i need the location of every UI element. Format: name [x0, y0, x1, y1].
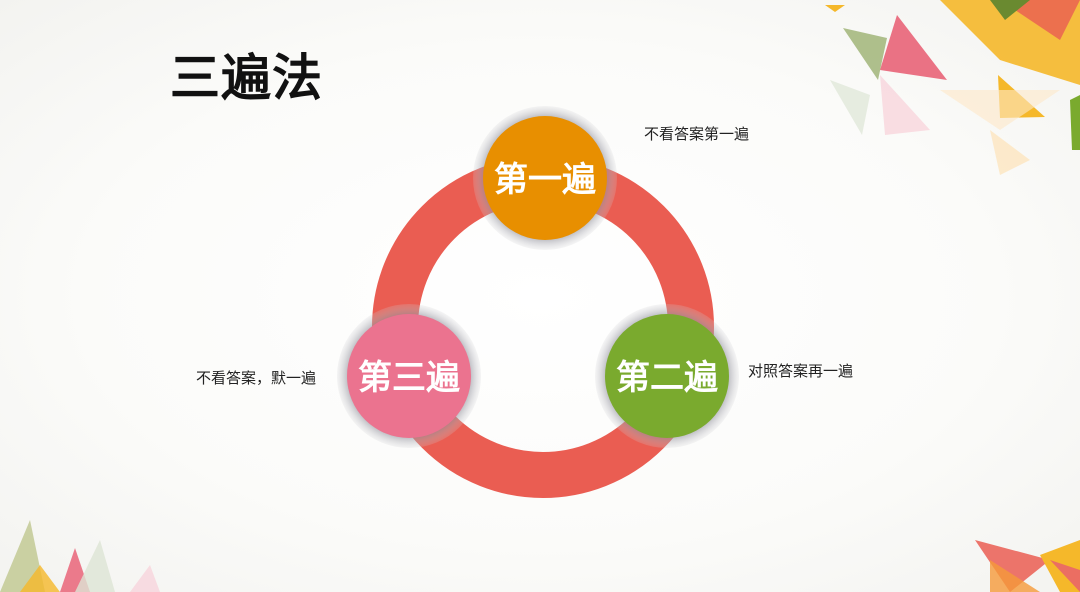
step-2-bubble: 第二遍: [595, 304, 739, 448]
step-3-note: 不看答案，默一遍: [196, 369, 317, 387]
step-1-bubble: 第一遍: [473, 106, 617, 250]
step-2-label: 第二遍: [616, 358, 718, 398]
step-1-note: 不看答案第一遍: [644, 125, 750, 143]
step-2-note: 对照答案再一遍: [748, 362, 854, 380]
triangles-bottom-left: [0, 520, 160, 592]
triangles-bottom-right: [975, 540, 1080, 592]
triangles-top-right: [825, 0, 1080, 175]
page-title: 三遍法: [170, 49, 323, 107]
step-3-bubble: 第三遍: [337, 304, 481, 448]
step-1-label: 第一遍: [494, 160, 596, 200]
step-3-label: 第三遍: [358, 358, 460, 398]
